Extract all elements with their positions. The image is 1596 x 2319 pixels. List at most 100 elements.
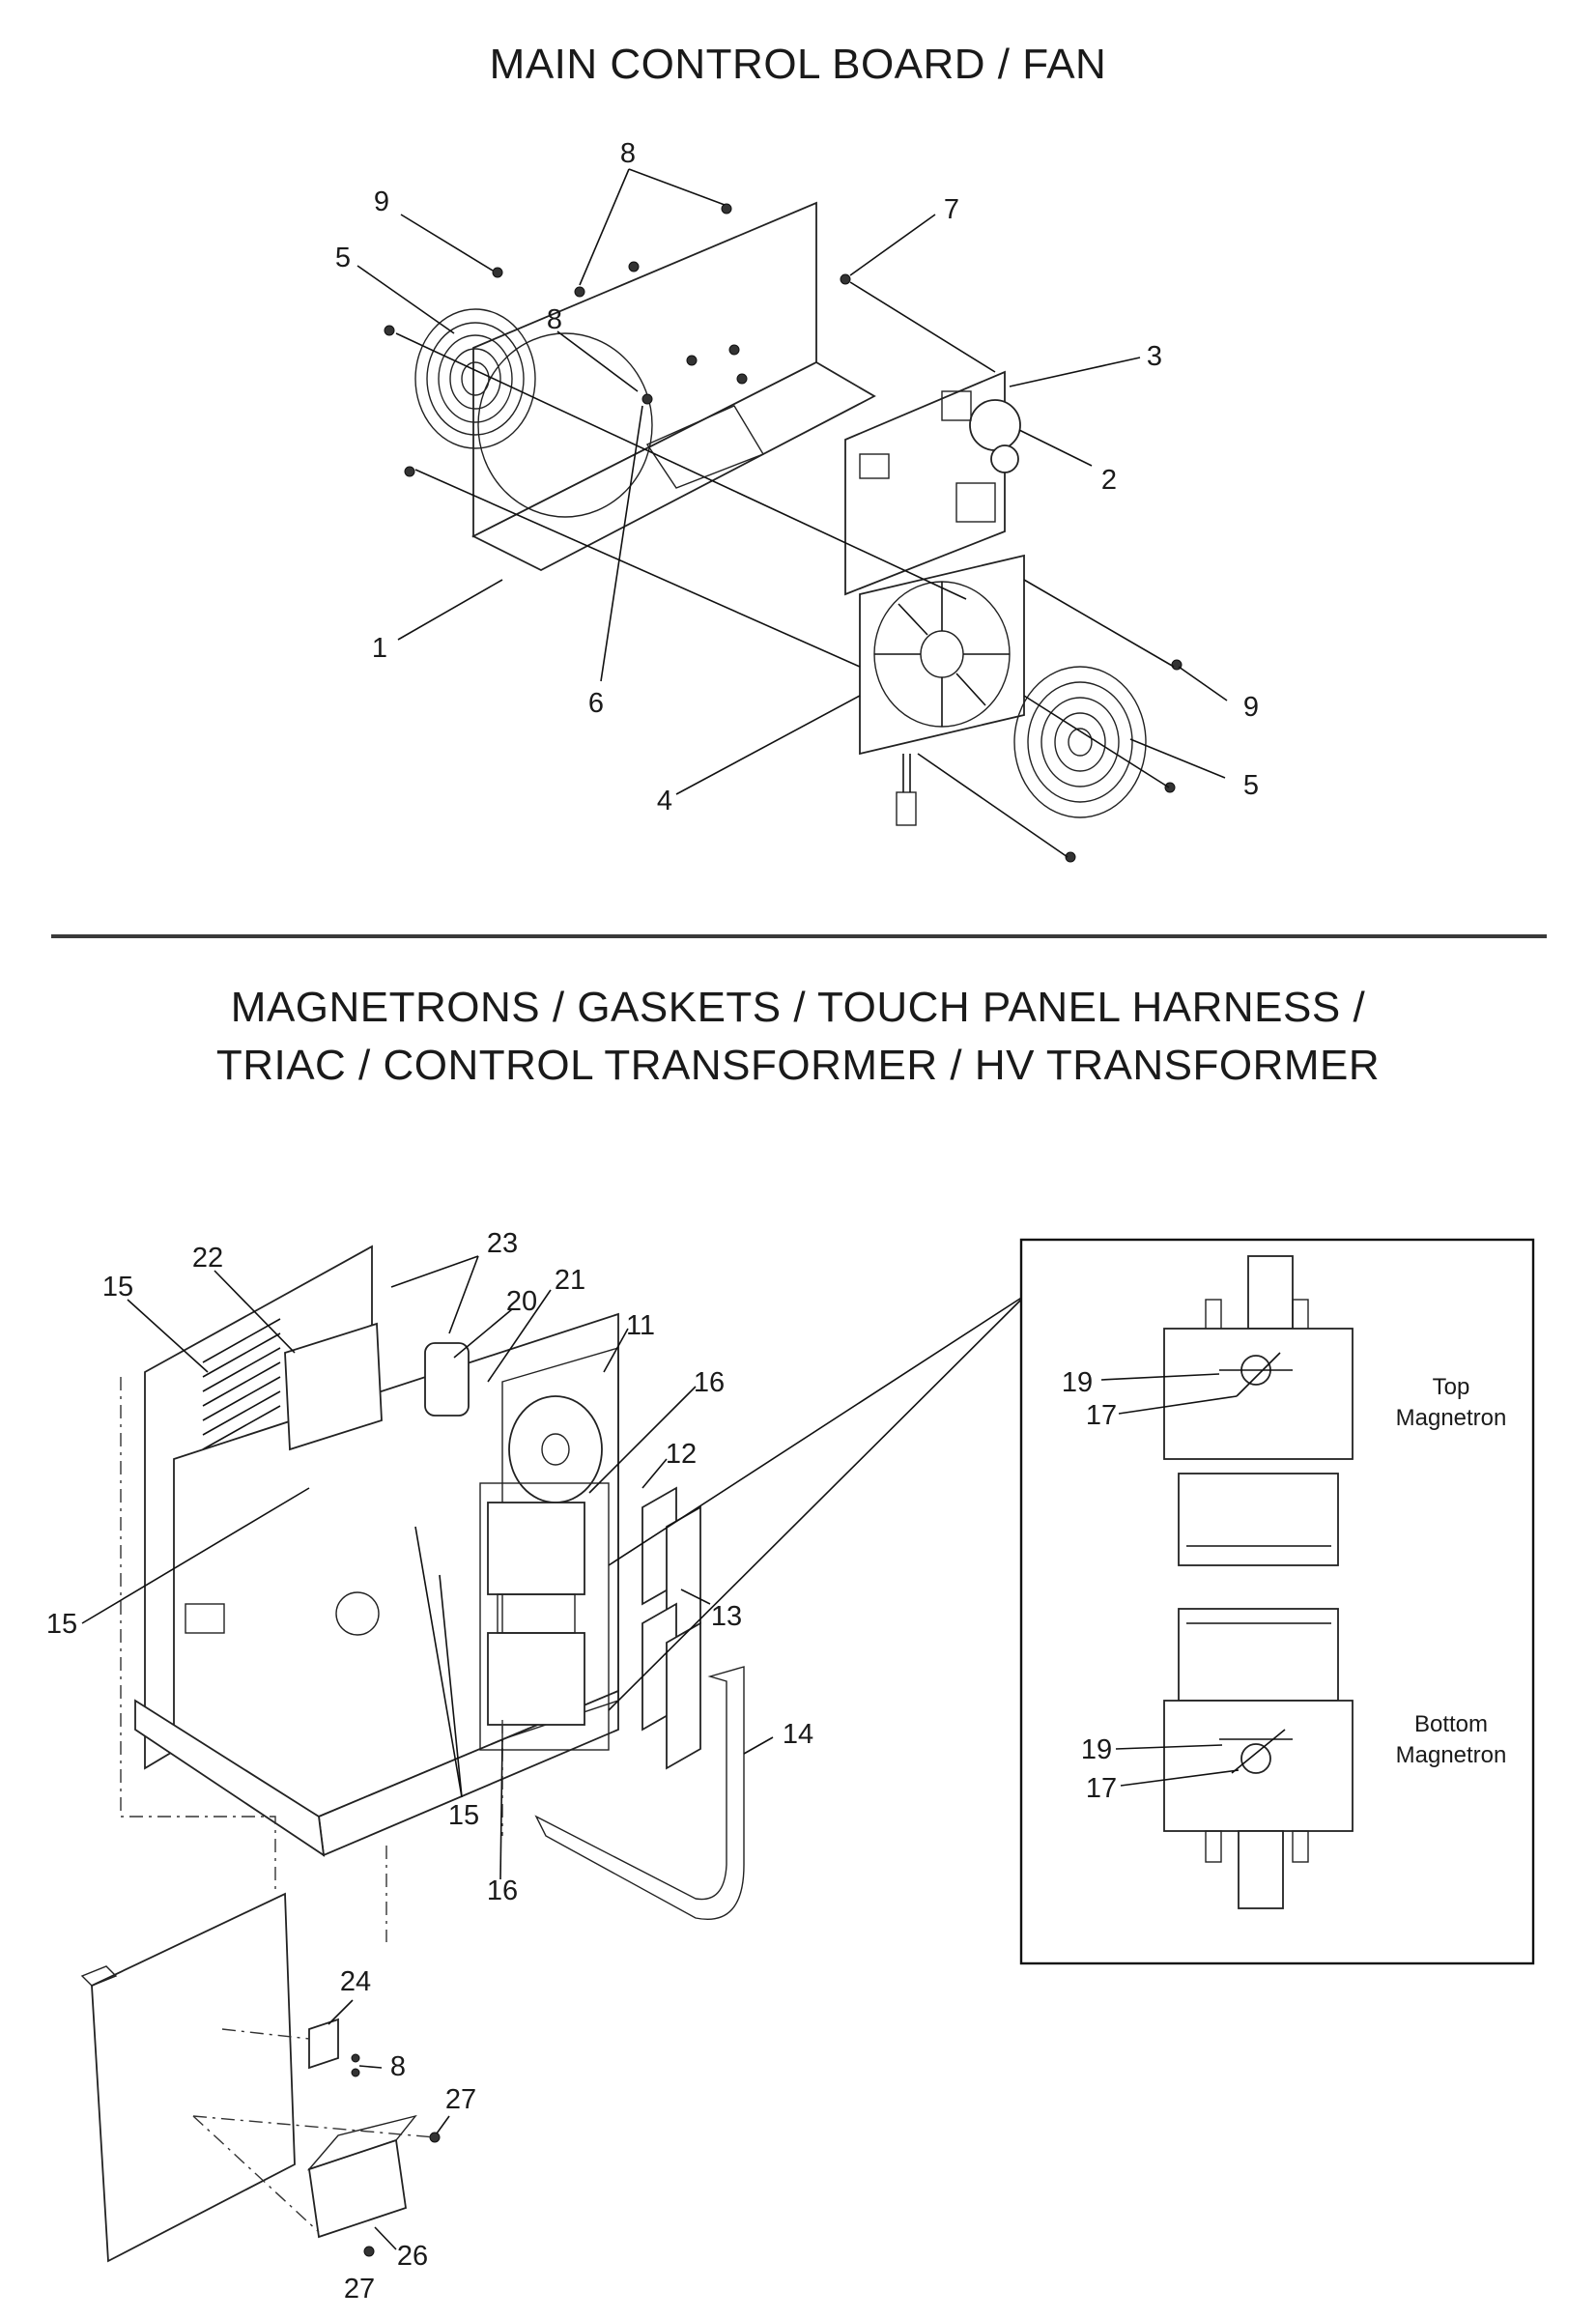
leader-5-right — [1129, 738, 1226, 779]
callout-8-top: 8 — [620, 138, 636, 169]
bracket-slot — [645, 405, 765, 489]
fan-guard-right — [1013, 666, 1147, 818]
inset-callout-19-bottom: 19 — [1081, 1734, 1112, 1765]
chassis-fan — [508, 1395, 603, 1503]
fan-guard-left — [414, 308, 536, 449]
inset-bottom-label-1: Bottom — [1414, 1711, 1488, 1737]
inset-connector-line-top — [608, 1294, 1027, 1566]
cooling-fan — [859, 554, 1025, 826]
guide-line-lower — [120, 1377, 276, 1894]
leader-26 — [374, 2226, 397, 2250]
callout-5-right: 5 — [1243, 770, 1259, 801]
callout-21: 21 — [555, 1265, 585, 1296]
leader-12 — [641, 1458, 668, 1489]
callout-9-top: 9 — [374, 186, 389, 217]
callout-16-top: 16 — [694, 1367, 725, 1398]
inset-callout-17-bottom: 17 — [1086, 1773, 1117, 1804]
section-title-magnetrons-line2: TRIAC / CONTROL TRANSFORMER / HV TRANSFO… — [215, 1042, 1381, 1089]
callout-27-bottom: 27 — [344, 2274, 375, 2305]
callout-13: 13 — [711, 1601, 742, 1632]
leader-6 — [600, 405, 643, 682]
leader-23b — [448, 1255, 479, 1334]
triac — [308, 2018, 339, 2070]
leader-16-bottom — [499, 1738, 503, 1880]
callout-6: 6 — [588, 688, 604, 719]
leader-9-right — [1178, 666, 1228, 701]
leader-22 — [214, 1270, 296, 1354]
inset-top-label-2: Magnetron — [1396, 1405, 1507, 1431]
inset-bottom-magnetron — [1163, 1608, 1354, 1909]
inset-callout-19-top: 19 — [1062, 1367, 1093, 1398]
leader-3 — [1009, 357, 1141, 387]
control-transformer — [308, 2138, 407, 2239]
section-title-magnetrons-line1: MAGNETRONS / GASKETS / TOUCH PANEL HARNE… — [230, 984, 1366, 1031]
leader-13 — [680, 1589, 711, 1605]
callout-14: 14 — [783, 1719, 813, 1750]
board-transformer — [955, 482, 996, 523]
fan-board-assembly: 8 9 7 5 8 3 2 1 6 9 5 4 — [335, 138, 1259, 863]
oven-chassis-assembly: 23 22 15 21 20 11 16 12 15 13 14 15 16 — [46, 1228, 1027, 1942]
magnetron-bottom — [487, 1632, 585, 1726]
bracket-tab — [80, 1965, 118, 1987]
control-transformer-assembly: 24 8 27 26 27 — [80, 1892, 476, 2305]
chassis-label — [185, 1603, 225, 1634]
board-relay-small — [990, 444, 1019, 473]
leader-15-bottom-a — [414, 1526, 463, 1798]
callout-11: 11 — [626, 1310, 655, 1341]
magnetron-highlight-box — [479, 1482, 610, 1751]
leader-8b — [628, 168, 726, 206]
magnetron-top — [487, 1502, 585, 1595]
callout-12: 12 — [666, 1439, 697, 1470]
leader-15-bottom-b — [439, 1574, 463, 1798]
hv-transformer — [284, 1322, 383, 1451]
callout-15-top: 15 — [102, 1272, 133, 1303]
callout-16-bottom: 16 — [487, 1875, 518, 1906]
touch-panel-harness — [534, 1666, 745, 1920]
magnetron-inset: 19 17 19 17 Top Magnetron Bottom Magnetr… — [1019, 1238, 1535, 1965]
leader-20 — [453, 1308, 513, 1359]
nut-27-right — [429, 2132, 441, 2143]
board-connector-3 — [941, 390, 972, 421]
inset-top-magnetron — [1163, 1255, 1354, 1566]
leader-4 — [675, 695, 861, 795]
hv-capacitor — [424, 1342, 470, 1417]
control-panel-bracket — [91, 1892, 296, 2263]
nut-27-bottom — [363, 2246, 375, 2257]
callout-7: 7 — [944, 194, 959, 225]
leader-15-left — [81, 1487, 310, 1624]
inset-bottom-label-2: Magnetron — [1396, 1742, 1507, 1768]
gasket-bottom-b — [666, 1621, 701, 1770]
screws — [384, 203, 1183, 863]
callout-27-right: 27 — [445, 2084, 476, 2115]
leader-15-top — [127, 1299, 209, 1373]
callout-20: 20 — [506, 1286, 537, 1317]
callout-8-lower: 8 — [390, 2051, 406, 2082]
inset-top-label-1: Top — [1433, 1374, 1470, 1400]
leader-8a — [579, 168, 630, 286]
section-divider — [51, 934, 1547, 938]
leader-24 — [328, 1999, 354, 2025]
callout-15-left: 15 — [46, 1609, 77, 1640]
leader-14 — [743, 1736, 774, 1755]
callout-1: 1 — [372, 633, 387, 664]
chassis-base-side — [134, 1699, 326, 1857]
board-relay-2 — [969, 399, 1021, 451]
leader-7 — [849, 214, 936, 276]
leader-8-lower — [358, 2065, 383, 2069]
callout-9-right: 9 — [1243, 692, 1259, 723]
section-title-main-control-board: MAIN CONTROL BOARD / FAN — [489, 41, 1107, 88]
callout-5-left: 5 — [335, 243, 351, 273]
callout-8-mid: 8 — [547, 304, 562, 335]
leader-1 — [397, 579, 503, 641]
inset-callout-17-top: 17 — [1086, 1400, 1117, 1431]
callout-26: 26 — [397, 2241, 428, 2272]
callout-2: 2 — [1101, 465, 1117, 496]
leader-9 — [400, 214, 494, 272]
leader-27-right — [436, 2115, 450, 2134]
leader-21 — [487, 1289, 552, 1383]
leader-8c — [556, 330, 639, 392]
callout-23: 23 — [487, 1228, 518, 1259]
vent-slots — [202, 1318, 281, 1450]
callout-4: 4 — [657, 786, 672, 816]
